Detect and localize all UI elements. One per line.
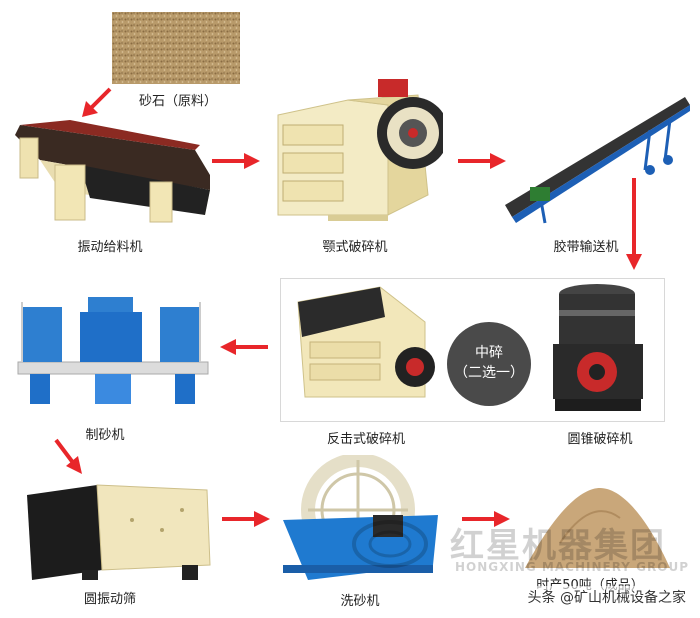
watermark-logo xyxy=(350,518,430,570)
arrow-sand-maker-to-screen xyxy=(54,438,82,474)
belt-conveyor-label: 胶带输送机 xyxy=(553,240,619,255)
sand-washer-label: 洗砂机 xyxy=(340,594,380,609)
vibrating-screen-label: 圆振动筛 xyxy=(83,592,136,607)
sand-making-machine-label: 制砂机 xyxy=(85,428,125,443)
jaw-crusher-label: 颚式破碎机 xyxy=(322,240,388,255)
arrow-sand-to-feeder xyxy=(82,87,112,117)
product-sand-pile-image xyxy=(520,483,675,573)
badge-note: （二选一） xyxy=(454,365,524,381)
arrow-belt-to-cone xyxy=(626,178,642,270)
belt-conveyor-image xyxy=(500,95,692,225)
arrow-jaw-to-belt xyxy=(458,153,506,169)
vibrating-feeder-label: 振动给料机 xyxy=(77,240,143,255)
badge-title: 中碎 xyxy=(475,345,503,361)
cone-crusher-label: 圆锥破碎机 xyxy=(567,432,633,447)
watermark-cn: 红星机器集团 xyxy=(450,526,666,566)
impact-crusher-image xyxy=(290,282,438,407)
impact-crusher-label: 反击式破碎机 xyxy=(326,432,405,447)
jaw-crusher-image xyxy=(268,75,443,225)
sand-making-machine-image xyxy=(10,292,215,412)
arrow-to-sand-maker xyxy=(220,339,268,355)
sand-raw-material-image xyxy=(112,12,240,84)
secondary-crushing-badge: 中碎 （二选一） xyxy=(447,322,531,406)
source-credit: 头条 @矿山机械设备之家 xyxy=(523,586,690,608)
vibrating-screen-image xyxy=(22,480,212,585)
arrow-screen-to-washer xyxy=(222,511,270,527)
sand-raw-material-label: 砂石（原料） xyxy=(138,94,217,109)
arrow-feeder-to-jaw xyxy=(212,153,260,169)
watermark-en: HONGXING MACHINERY GROUP xyxy=(455,560,689,574)
cone-crusher-image xyxy=(545,280,650,415)
arrow-washer-to-product xyxy=(462,511,510,527)
vibrating-feeder-image xyxy=(10,120,210,225)
sand-washer-image xyxy=(278,455,443,585)
